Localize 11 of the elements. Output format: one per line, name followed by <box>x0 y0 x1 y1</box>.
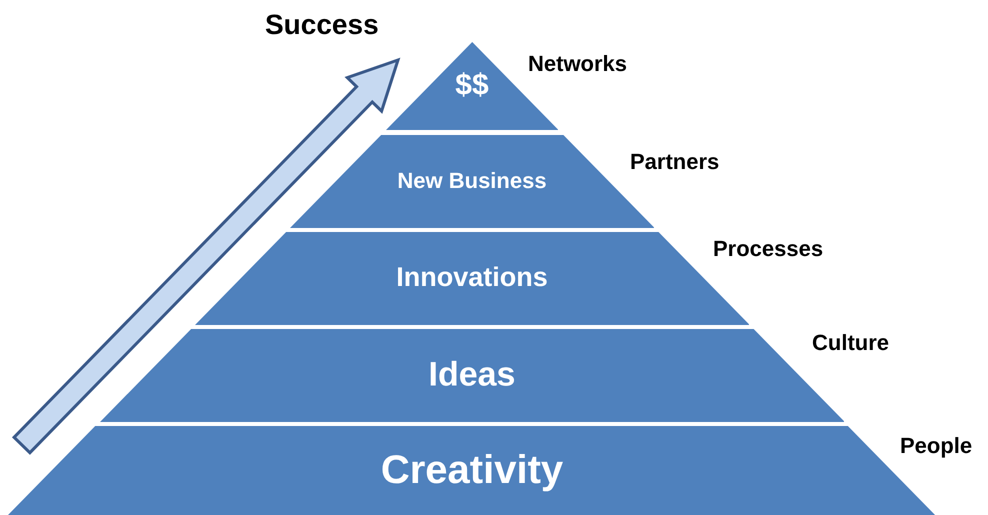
level-text: Ideas <box>428 356 516 394</box>
level-text: Innovations <box>396 263 548 293</box>
side-label: People <box>900 434 972 458</box>
heading-label: Success <box>265 10 379 41</box>
side-label: Processes <box>713 237 824 262</box>
level-text: Creativity <box>380 448 564 492</box>
side-label: Culture <box>812 331 889 356</box>
level-text: $$ <box>455 68 489 102</box>
side-label: Networks <box>528 52 628 76</box>
level-text: New Business <box>397 168 547 194</box>
side-label: Partners <box>630 150 720 174</box>
